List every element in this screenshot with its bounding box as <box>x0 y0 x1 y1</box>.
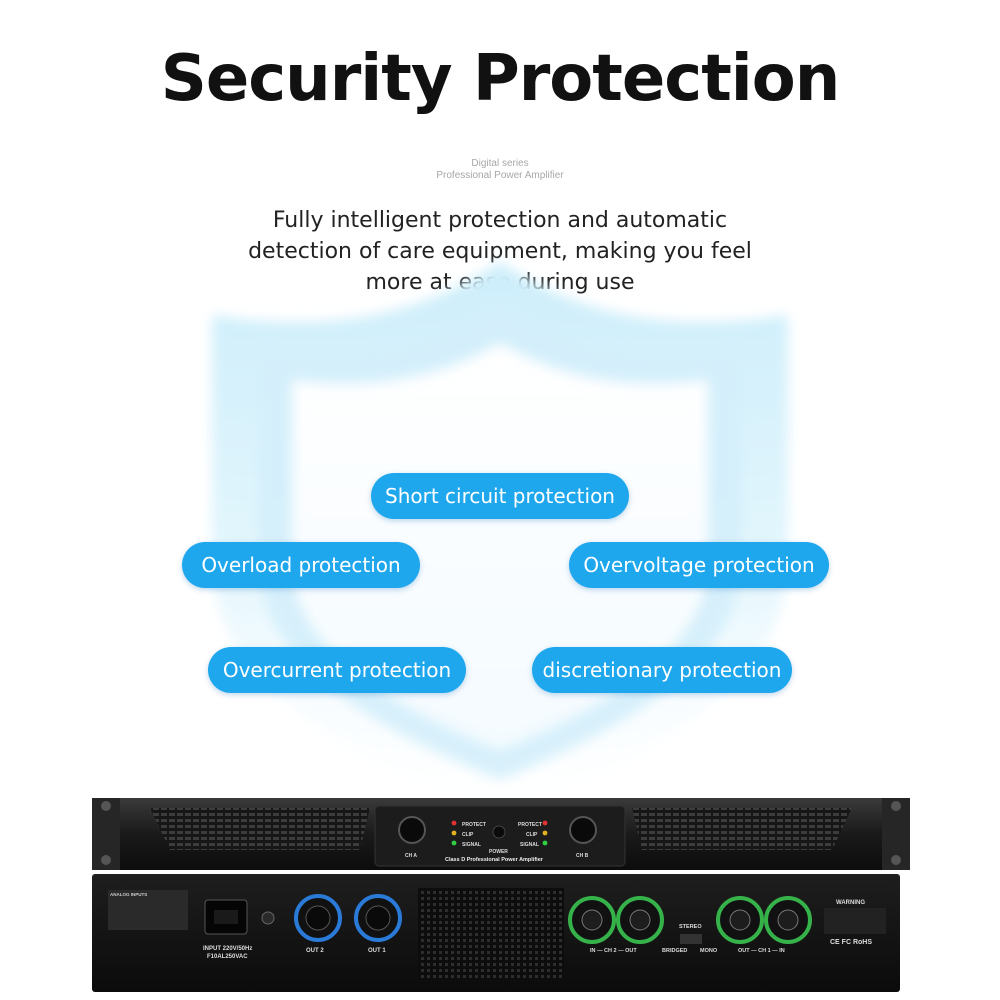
back-panel: ANALOG INPUTS INPUT 220V/50Hz F10AL250VA… <box>92 874 900 992</box>
svg-text:OUT 2: OUT 2 <box>306 948 324 954</box>
svg-text:WARNING: WARNING <box>836 900 865 906</box>
svg-text:SIGNAL: SIGNAL <box>462 842 481 848</box>
svg-text:INPUT 220V/50Hz: INPUT 220V/50Hz <box>203 946 252 952</box>
svg-text:IN — CH 2 — OUT: IN — CH 2 — OUT <box>590 948 637 954</box>
overload-protection-badge: Overload protection <box>182 542 420 588</box>
svg-text:CH A: CH A <box>405 853 417 859</box>
svg-text:OUT 1: OUT 1 <box>368 948 386 954</box>
overvoltage-protection-badge: Overvoltage protection <box>569 542 829 588</box>
svg-text:MONO: MONO <box>700 948 718 954</box>
front-panel: PROTECT CLIP SIGNAL PROTECT CLIP SIGNAL … <box>92 798 910 870</box>
page-title: Security Protection <box>160 42 841 116</box>
svg-text:OUT — CH 1 — IN: OUT — CH 1 — IN <box>738 948 785 954</box>
svg-text:ANALOG INPUTS: ANALOG INPUTS <box>110 892 147 897</box>
svg-text:CLIP: CLIP <box>462 832 474 838</box>
svg-text:Class D Professional Power Amp: Class D Professional Power Amplifier <box>445 857 544 863</box>
svg-text:PROTECT: PROTECT <box>518 822 542 828</box>
series-label: Digital series <box>471 158 529 169</box>
svg-text:F10AL250VAC: F10AL250VAC <box>207 954 248 960</box>
svg-text:CLIP: CLIP <box>526 832 538 838</box>
svg-text:POWER: POWER <box>489 849 508 855</box>
svg-text:STEREO: STEREO <box>679 924 702 930</box>
svg-text:BRIDGED: BRIDGED <box>662 948 687 954</box>
short-circuit-protection-badge: Short circuit protection <box>371 473 629 519</box>
power-amplifier-image: PROTECT CLIP SIGNAL PROTECT CLIP SIGNAL … <box>92 798 910 992</box>
svg-text:CE FC RoHS: CE FC RoHS <box>830 939 872 946</box>
discretionary-protection-badge: discretionary protection <box>532 647 792 693</box>
description-line-2: detection of care equipment, making you … <box>248 239 752 264</box>
description-line-1: Fully intelligent protection and automat… <box>272 208 728 233</box>
svg-text:PROTECT: PROTECT <box>462 822 486 828</box>
series-sublabel: Professional Power Amplifier <box>436 170 564 181</box>
overcurrent-protection-badge: Overcurrent protection <box>208 647 466 693</box>
svg-text:CH B: CH B <box>576 853 589 859</box>
svg-text:SIGNAL: SIGNAL <box>520 842 539 848</box>
